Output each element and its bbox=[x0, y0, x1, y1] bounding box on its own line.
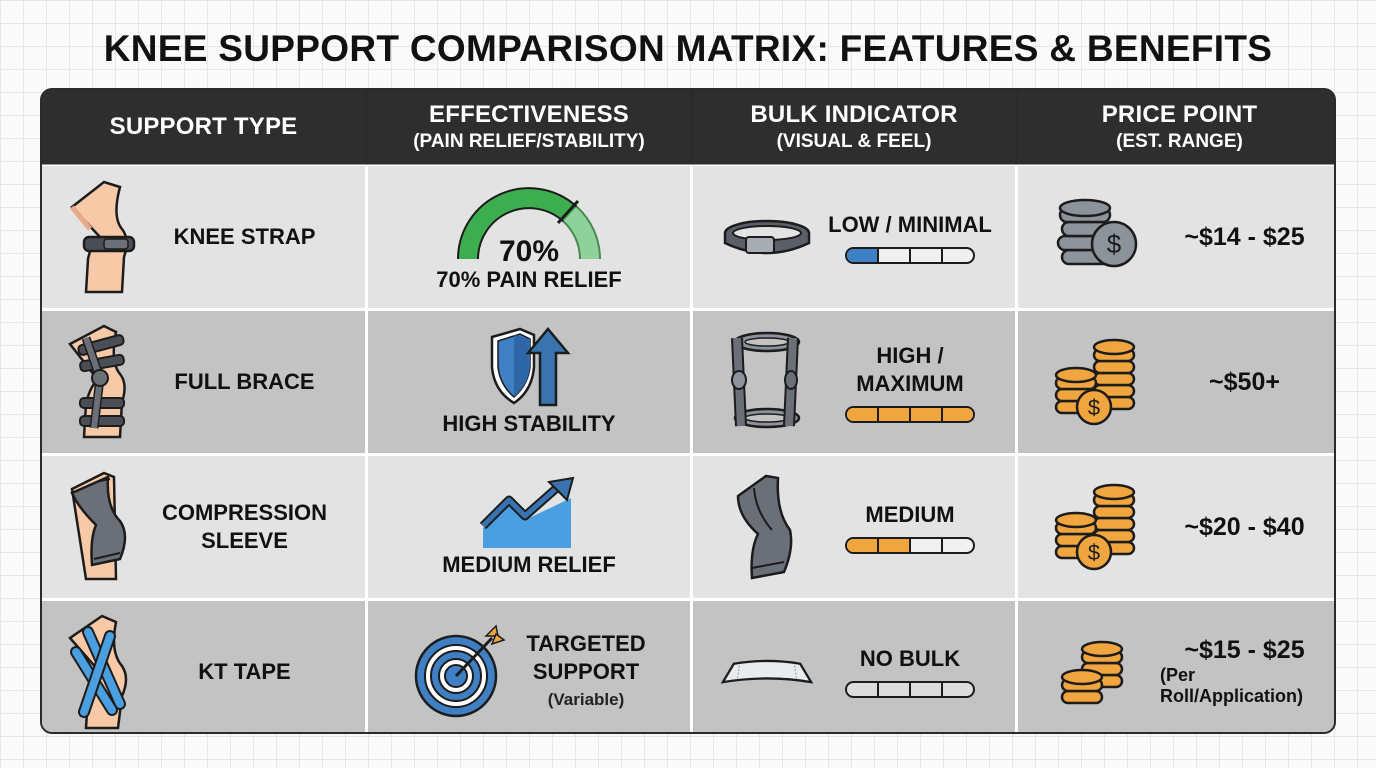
header-effectiveness: EFFECTIVENESS (PAIN RELIEF/STABILITY) bbox=[368, 90, 690, 163]
shield-arrow-icon bbox=[490, 327, 571, 407]
svg-text:$: $ bbox=[1088, 395, 1100, 420]
bulk-meter-segment-filled bbox=[911, 407, 943, 421]
bulk-meter-segment-filled bbox=[847, 407, 879, 421]
gauge-icon: 70% bbox=[457, 187, 601, 263]
table-row-knee-strap-price: $ ~$14 - $25 bbox=[1018, 166, 1334, 308]
strap-band-icon bbox=[721, 182, 813, 292]
table-row-compression-sleeve-bulk: MEDIUM bbox=[693, 456, 1015, 598]
bulk-meter bbox=[845, 405, 975, 423]
support-type-label: KT TAPE bbox=[144, 658, 365, 686]
bulk-level-label: LOW / MINIMAL bbox=[828, 211, 992, 237]
tape-strip-icon bbox=[721, 617, 813, 727]
header-subtitle: (EST. RANGE) bbox=[1116, 130, 1243, 152]
bulk-meter-segment-empty bbox=[911, 683, 943, 696]
effectiveness-label: HIGH STABILITY bbox=[442, 411, 616, 436]
table-row-full-brace-bulk: HIGH / MAXIMUM bbox=[693, 311, 1015, 453]
bulk-meter-segment-empty bbox=[847, 683, 879, 696]
bulk-level-line: HIGH / bbox=[876, 342, 944, 368]
support-type-name: SLEEVE bbox=[201, 528, 288, 553]
support-type-name: FULL BRACE bbox=[174, 369, 315, 394]
gray-coins-icon: $ bbox=[1056, 198, 1138, 268]
sleeve-icon bbox=[721, 472, 813, 582]
price-value: ~$20 - $40 bbox=[1184, 512, 1305, 541]
gold-coins-stacks-icon: $ bbox=[1054, 483, 1136, 571]
bulk-meter-segment-empty bbox=[879, 683, 911, 696]
table-row-compression-sleeve-type: COMPRESSION SLEEVE bbox=[42, 456, 365, 598]
support-type-label: FULL BRACE bbox=[144, 368, 365, 396]
bulk-meter-segment-empty bbox=[879, 248, 911, 262]
effectiveness-label: MEDIUM RELIEF bbox=[442, 552, 616, 577]
bulk-level-line: MAXIMUM bbox=[856, 370, 964, 396]
brace-frame-icon bbox=[721, 327, 813, 437]
comparison-matrix: SUPPORT TYPE EFFECTIVENESS (PAIN RELIEF/… bbox=[40, 88, 1336, 734]
table-row-kt-tape-price: ~$15 - $25 (Per Roll/Application) bbox=[1018, 601, 1334, 732]
effectiveness-line: TARGETED bbox=[526, 630, 646, 656]
bulk-meter-segment-filled bbox=[879, 407, 911, 421]
svg-text:$: $ bbox=[1107, 229, 1122, 259]
header-subtitle: (VISUAL & FEEL) bbox=[776, 130, 932, 152]
support-type-name: KT TAPE bbox=[198, 658, 291, 684]
price-note: (Per Roll/Application) bbox=[1160, 665, 1303, 706]
bulk-meter-segment-empty bbox=[943, 249, 973, 262]
support-type-name: COMPRESSION bbox=[161, 500, 328, 525]
header-subtitle: (PAIN RELIEF/STABILITY) bbox=[413, 130, 645, 152]
trend-chart-icon bbox=[479, 476, 575, 548]
support-type-name: KNEE STRAP bbox=[173, 224, 316, 249]
small-gold-coins-icon bbox=[1060, 640, 1124, 704]
table-row-full-brace-effectiveness: HIGH STABILITY bbox=[368, 311, 690, 453]
header-price-point: PRICE POINT (EST. RANGE) bbox=[1018, 90, 1334, 163]
bulk-level-label: NO BULK bbox=[859, 646, 961, 671]
header-title: PRICE POINT bbox=[1101, 100, 1258, 128]
table-row-compression-sleeve-effectiveness: MEDIUM RELIEF bbox=[368, 456, 690, 598]
gold-coins-stacks-icon: $ bbox=[1054, 338, 1136, 426]
table-row-compression-sleeve-price: $ ~$20 - $40 bbox=[1018, 456, 1334, 598]
table-row-knee-strap-effectiveness: 70% 70% PAIN RELIEF bbox=[368, 166, 690, 308]
effectiveness-label: TARGETED SUPPORT (Variable) bbox=[526, 630, 645, 714]
table-row-full-brace-type: FULL BRACE bbox=[42, 311, 365, 453]
header-title: EFFECTIVENESS bbox=[429, 100, 629, 128]
bulk-meter-segment-filled bbox=[847, 538, 879, 552]
page-title: KNEE SUPPORT COMPARISON MATRIX: FEATURES… bbox=[103, 28, 1273, 69]
svg-text:$: $ bbox=[1088, 540, 1100, 565]
table-row-full-brace-price: $ ~$50+ bbox=[1018, 311, 1334, 453]
effectiveness-label: 70% PAIN RELIEF bbox=[436, 267, 622, 292]
bulk-meter-segment-filled bbox=[847, 248, 879, 262]
bulk-meter-segment-filled bbox=[879, 538, 911, 552]
support-type-label: COMPRESSION SLEEVE bbox=[144, 499, 365, 555]
bulk-level-label: MEDIUM bbox=[865, 501, 955, 527]
price-value: ~$14 - $25 bbox=[1184, 222, 1305, 251]
table-row-kt-tape-type: KT TAPE bbox=[42, 601, 365, 732]
header-title: BULK INDICATOR bbox=[750, 100, 958, 128]
bulk-meter bbox=[845, 681, 975, 698]
compression-sleeve-icon bbox=[70, 471, 127, 581]
table-row-kt-tape-bulk: NO BULK bbox=[693, 601, 1015, 732]
full-brace-icon bbox=[68, 324, 126, 439]
price-value: ~$15 - $25 bbox=[1184, 636, 1305, 664]
bulk-meter bbox=[845, 536, 975, 554]
header-title: SUPPORT TYPE bbox=[109, 112, 298, 140]
table-row-knee-strap-type: KNEE STRAP bbox=[42, 166, 365, 308]
effectiveness-note: (Variable) bbox=[547, 689, 625, 709]
kt-tape-icon bbox=[68, 614, 128, 729]
knee-strap-icon bbox=[70, 180, 136, 294]
header-bulk-indicator: BULK INDICATOR (VISUAL & FEEL) bbox=[693, 90, 1015, 163]
price-value: ~$50+ bbox=[1209, 367, 1280, 396]
support-type-label: KNEE STRAP bbox=[144, 223, 365, 251]
bulk-meter-segment-empty bbox=[911, 248, 943, 262]
bulk-meter-segment-filled bbox=[943, 407, 973, 421]
header-support-type: SUPPORT TYPE bbox=[42, 90, 365, 163]
bulk-meter bbox=[845, 246, 975, 264]
bulk-meter-segment-empty bbox=[943, 683, 973, 696]
gauge-value: 70% bbox=[499, 235, 559, 263]
bulk-level-label: HIGH / MAXIMUM bbox=[856, 342, 964, 398]
table-row-kt-tape-effectiveness: TARGETED SUPPORT (Variable) bbox=[368, 601, 690, 732]
effectiveness-line: SUPPORT bbox=[532, 658, 640, 684]
target-icon bbox=[415, 623, 506, 717]
table-row-knee-strap-bulk: LOW / MINIMAL bbox=[693, 166, 1015, 308]
bulk-meter-segment-empty bbox=[943, 539, 973, 552]
bulk-meter-segment-empty bbox=[911, 538, 943, 552]
